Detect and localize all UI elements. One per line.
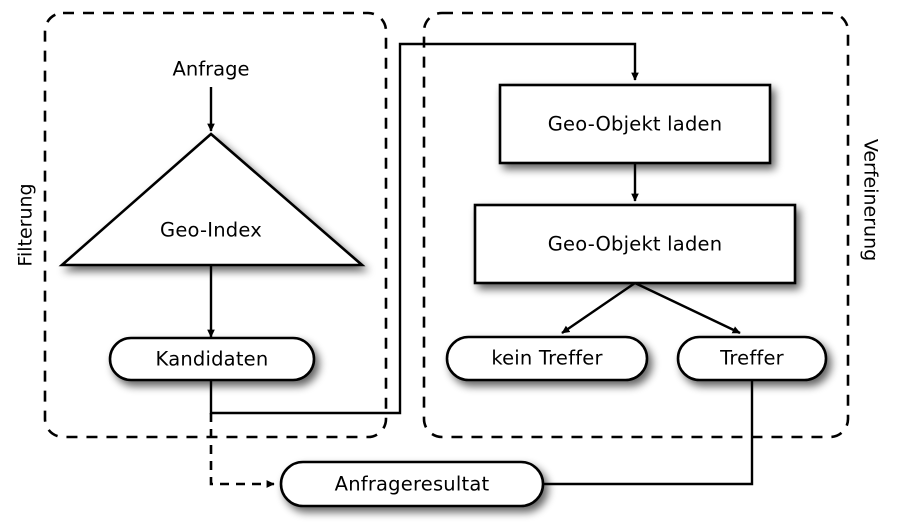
node-kandidaten-label: Kandidaten xyxy=(156,348,269,371)
node-geo-objekt-laden-2-label: Geo-Objekt laden xyxy=(548,233,723,256)
edge-geo-objekt-laden-2-to-treffer xyxy=(634,281,741,335)
node-anfrageresultat-label: Anfrageresultat xyxy=(335,473,490,496)
node-treffer[interactable] xyxy=(676,335,828,382)
group-filterung-label: Filterung xyxy=(15,183,37,266)
node-kein-treffer-label: kein Treffer xyxy=(491,347,603,370)
node-kein-treffer-shape xyxy=(445,335,649,382)
group-verfeinerung: Verfeinerung xyxy=(422,11,882,439)
group-filterung: Filterung xyxy=(15,11,388,439)
node-geo-objekt-laden-1-label: Geo-Objekt laden xyxy=(548,113,723,136)
group-filterung-frame xyxy=(43,11,388,439)
node-treffer-label: Treffer xyxy=(719,347,785,370)
node-geo-index[interactable] xyxy=(58,132,366,267)
node-geo-objekt-laden-1[interactable] xyxy=(498,83,772,165)
group-verfeinerung-label: Verfeinerung xyxy=(860,139,882,261)
node-kein-treffer[interactable] xyxy=(445,335,649,382)
node-geo-index-shape xyxy=(58,132,366,267)
node-kandidaten[interactable] xyxy=(108,336,316,382)
edge-treffer-to-anfrageresultat xyxy=(543,380,754,486)
node-geo-index-label: Geo-Index xyxy=(160,219,262,242)
node-anfrage-label: Anfrage xyxy=(173,58,250,81)
edge-kandidaten-to-anfrageresultat-dashed xyxy=(209,413,275,488)
node-anfrageresultat[interactable] xyxy=(279,460,545,508)
node-anfrageresultat-shape xyxy=(279,460,545,508)
group-verfeinerung-frame xyxy=(422,11,850,439)
node-geo-objekt-laden-2-shape xyxy=(473,203,797,285)
node-treffer-shape xyxy=(676,335,828,382)
node-geo-objekt-laden-2[interactable] xyxy=(473,203,797,285)
node-kandidaten-shape xyxy=(108,336,316,382)
edge-kandidaten-to-geo-objekt-laden-1 xyxy=(209,42,639,415)
node-geo-objekt-laden-1-shape xyxy=(498,83,772,165)
edge-geo-objekt-laden-2-to-kein-treffer xyxy=(561,282,636,334)
